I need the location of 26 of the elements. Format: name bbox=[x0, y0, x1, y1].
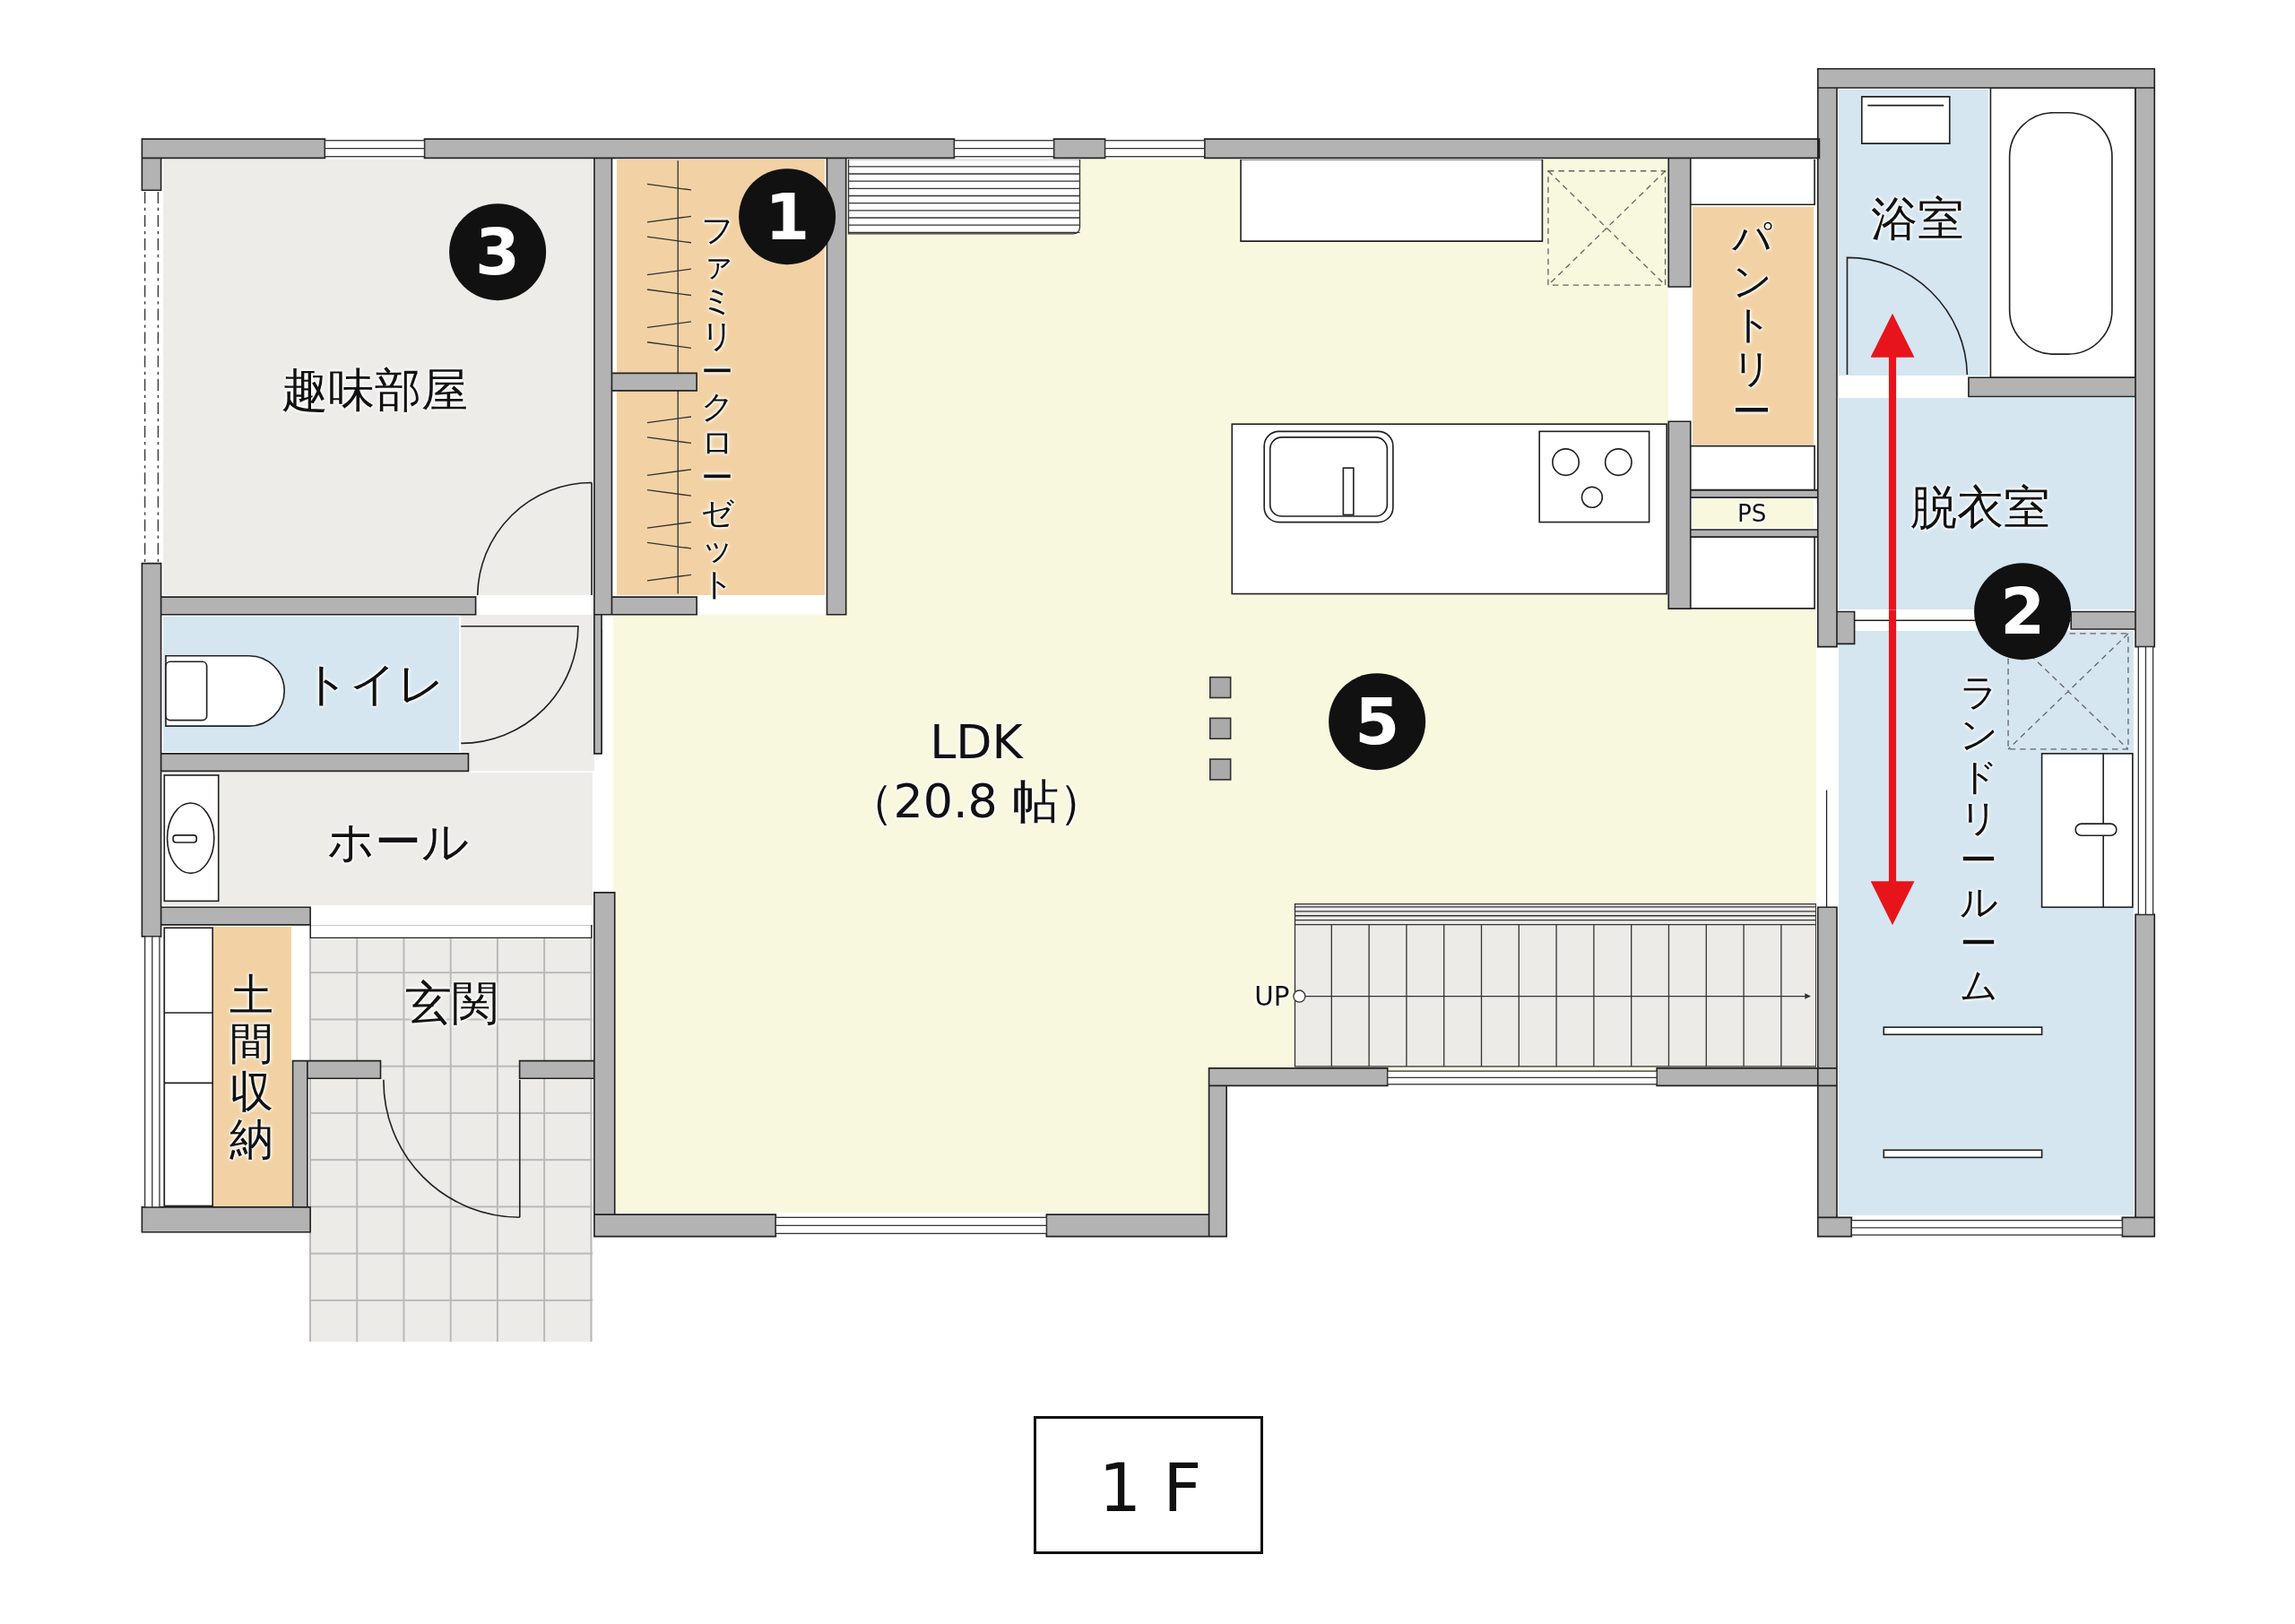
room-label: 土間収納 bbox=[230, 972, 274, 1165]
room-label: 浴室 bbox=[1870, 194, 1964, 246]
room-floor bbox=[613, 160, 1816, 1214]
room-label: トイレ bbox=[301, 659, 445, 711]
room-floor bbox=[162, 616, 460, 752]
room-floor bbox=[1838, 89, 1989, 376]
room-label: LDK bbox=[930, 717, 1023, 770]
stair-direction-label: UP bbox=[1254, 981, 1290, 1011]
room-label: 玄関 bbox=[405, 978, 499, 1030]
floor-label: 1 F bbox=[1098, 1450, 1202, 1525]
room-label: ファミリークローゼット bbox=[701, 212, 733, 602]
room-floor bbox=[1692, 499, 1814, 529]
room-label: ランドリールーム bbox=[1960, 672, 1998, 1007]
room-label: （20.8 帖） bbox=[846, 775, 1106, 828]
room-label: パントリー bbox=[1732, 216, 1772, 434]
room-floor bbox=[162, 773, 593, 906]
arrow bbox=[1870, 313, 1915, 610]
room-floor bbox=[308, 925, 593, 1342]
label-frame bbox=[1033, 1416, 1263, 1554]
room-label: ホール bbox=[327, 816, 470, 869]
room-label: PS bbox=[1737, 500, 1767, 527]
room-floor bbox=[1692, 206, 1814, 445]
room-label: 脱衣室 bbox=[1910, 481, 2050, 534]
arrow bbox=[1870, 609, 1915, 926]
room-label: 趣味部屋 bbox=[281, 365, 468, 417]
room-floor bbox=[162, 160, 593, 596]
